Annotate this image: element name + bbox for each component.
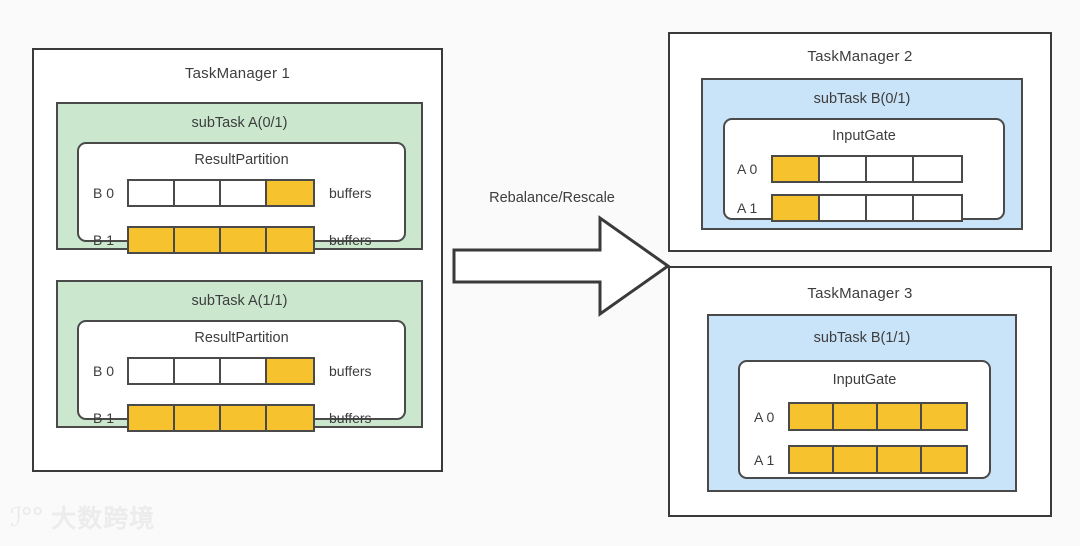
result-partition-title-1: ResultPartition [194,330,289,346]
buffer-cell[interactable] [221,359,267,383]
subtask-b-0-title: subTask B(0/1) [813,91,911,107]
subtask-b-0-panel: subTask B(0/1) InputGate A 0 A 1 [701,78,1023,230]
buffer-cell[interactable] [267,181,313,205]
input-cell[interactable] [878,447,922,472]
watermark: ℐ°° 大数跨境 [10,505,155,531]
buffer-cells [127,179,315,207]
input-row-label: A 1 [737,200,758,216]
buffer-cell[interactable] [129,359,175,383]
buffer-cell[interactable] [129,181,175,205]
rebalance-arrow-group: Rebalance/Rescale [452,190,674,320]
subtask-a-1-panel: subTask A(1/1) ResultPartition B 0 buffe… [56,280,423,432]
input-cell[interactable] [914,157,961,181]
input-gate-card-0: InputGate A 0 A 1 [723,118,1005,222]
input-cell[interactable] [867,157,914,181]
taskmanager-3-box: TaskManager 3 subTask B(1/1) InputGate A… [668,266,1052,517]
result-partition-title-0: ResultPartition [194,152,289,168]
buffer-cell[interactable] [175,406,221,430]
subtask-a-1-title: subTask A(1/1) [191,293,288,309]
taskmanager-1-title: TaskManager 1 [184,65,291,82]
buffer-cell[interactable] [175,359,221,383]
input-cells [788,402,968,431]
buffer-cell[interactable] [129,228,175,252]
buffer-row-b0: B 0 buffers [93,179,372,207]
buffer-cell[interactable] [175,228,221,252]
input-cell[interactable] [790,404,834,429]
watermark-text: 大数跨境 [51,503,156,533]
subtask-b-1-title: subTask B(1/1) [813,330,911,346]
input-row-a0: A 0 [737,155,963,183]
input-cells [771,194,963,222]
input-cells [771,155,963,183]
input-cell[interactable] [914,196,961,220]
input-cell[interactable] [922,404,966,429]
buffer-row-label: B 1 [93,410,115,426]
taskmanager-2-title: TaskManager 2 [807,48,913,65]
input-row-label: A 0 [754,408,775,425]
input-cell[interactable] [790,447,834,472]
rebalance-arrow-icon [452,215,671,317]
rebalance-arrow-label: Rebalance/Rescale [489,190,615,206]
buffer-row-suffix: buffers [329,185,372,201]
input-cell[interactable] [820,157,867,181]
buffer-cell[interactable] [267,359,313,383]
input-cell[interactable] [773,157,820,181]
buffer-row-suffix: buffers [329,363,372,379]
buffer-cell[interactable] [267,228,313,252]
input-row-a1: A 1 [737,194,963,222]
input-row-a0: A 0 [754,402,968,431]
buffer-cell[interactable] [175,181,221,205]
input-cell[interactable] [773,196,820,220]
buffer-row-label: B 0 [93,185,115,201]
input-cell[interactable] [878,404,922,429]
buffer-row-label: B 0 [93,363,115,379]
input-cell[interactable] [834,404,878,429]
input-cells [788,445,968,474]
buffer-cells [127,357,315,385]
input-gate-title-1: InputGate [832,372,897,388]
input-row-a1: A 1 [754,445,968,474]
input-gate-title-0: InputGate [832,128,896,144]
taskmanager-1-box: TaskManager 1 subTask A(0/1) ResultParti… [32,48,443,472]
taskmanager-3-title: TaskManager 3 [807,285,913,302]
buffer-cell[interactable] [221,181,267,205]
buffer-row-suffix: buffers [329,232,372,248]
input-cell[interactable] [867,196,914,220]
buffer-cells [127,404,315,432]
watermark-logo-icon: ℐ°° [10,503,44,533]
buffer-cell[interactable] [221,406,267,430]
buffer-row-b1: B 1 buffers [93,226,372,254]
subtask-a-0-title: subTask A(0/1) [191,115,288,131]
buffer-cell[interactable] [221,228,267,252]
subtask-a-0-panel: subTask A(0/1) ResultPartition B 0 buffe… [56,102,423,254]
result-partition-card-0: ResultPartition B 0 buffers B 1 [77,142,406,254]
subtask-b-1-panel: subTask B(1/1) InputGate A 0 A 1 [707,314,1017,492]
input-cell[interactable] [834,447,878,472]
buffer-row-b0: B 0 buffers [93,357,372,385]
buffer-row-suffix: buffers [329,410,372,426]
buffer-cell[interactable] [267,406,313,430]
input-cell[interactable] [820,196,867,220]
buffer-cells [127,226,315,254]
buffer-cell[interactable] [129,406,175,430]
input-cell[interactable] [922,447,966,472]
input-row-label: A 0 [737,161,758,177]
buffer-row-b1: B 1 buffers [93,404,372,432]
result-partition-card-1: ResultPartition B 0 buffers B 1 [77,320,406,432]
taskmanager-2-box: TaskManager 2 subTask B(0/1) InputGate A… [668,32,1052,252]
input-row-label: A 1 [754,451,775,468]
buffer-row-label: B 1 [93,232,115,248]
input-gate-card-1: InputGate A 0 A 1 [738,360,991,479]
